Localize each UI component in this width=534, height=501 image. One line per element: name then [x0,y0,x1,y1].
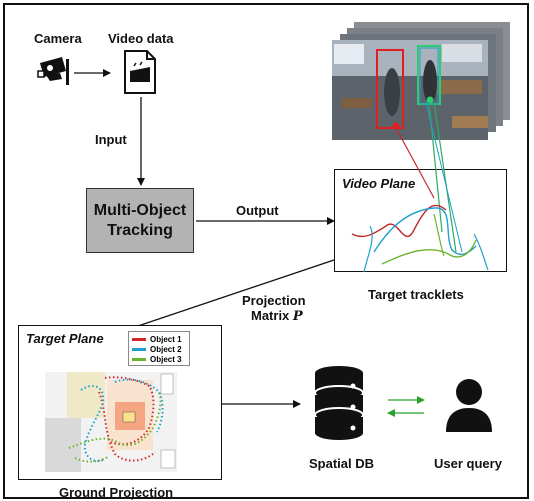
spatial-db-label: Spatial DB [309,456,375,471]
matrix-symbol: P [292,309,303,324]
camera-icon [37,57,69,85]
user-icon [446,379,492,432]
matrix-word: Matrix [251,308,290,323]
mot-line1: Multi-Object [93,201,187,219]
legend-item: Object 3 [132,354,186,364]
target-tracklets-label: Target tracklets [368,287,464,302]
ground-floor-map [45,372,177,472]
legend-swatch [132,337,146,341]
video-plane-panel [334,169,507,272]
legend-label: Object 3 [150,354,182,364]
input-label: Input [95,132,127,147]
camera-label: Camera [34,31,82,46]
legend-label: Object 2 [150,344,182,354]
figure-frame [3,3,529,499]
database-icon [314,366,364,440]
legend-item: Object 1 [132,334,186,344]
video-file-icon [124,50,156,94]
video-plane-tracklets [351,101,489,272]
target-plane-title-text: Target Plane [26,331,104,346]
projection-arrow [119,259,335,334]
video-frames-image [332,22,510,140]
ground-projection-label: Ground Projection [59,485,174,500]
legend-swatch [132,347,146,351]
multi-object-tracking-box: Multi-Object Tracking [86,188,194,253]
video-data-label: Video data [108,31,174,46]
video-plane-title: Video Plane [342,176,416,191]
projection-label: Projection [242,293,306,308]
legend: Object 1 Object 2 Object 3 [128,331,190,366]
output-label: Output [236,203,279,218]
user-query-label: User query [434,456,502,471]
legend-item: Object 2 [132,344,186,354]
legend-label: Object 1 [150,334,182,344]
projection-matrix-label: Matrix P [251,308,303,324]
legend-swatch [132,357,146,361]
mot-line2: Tracking [107,221,173,239]
